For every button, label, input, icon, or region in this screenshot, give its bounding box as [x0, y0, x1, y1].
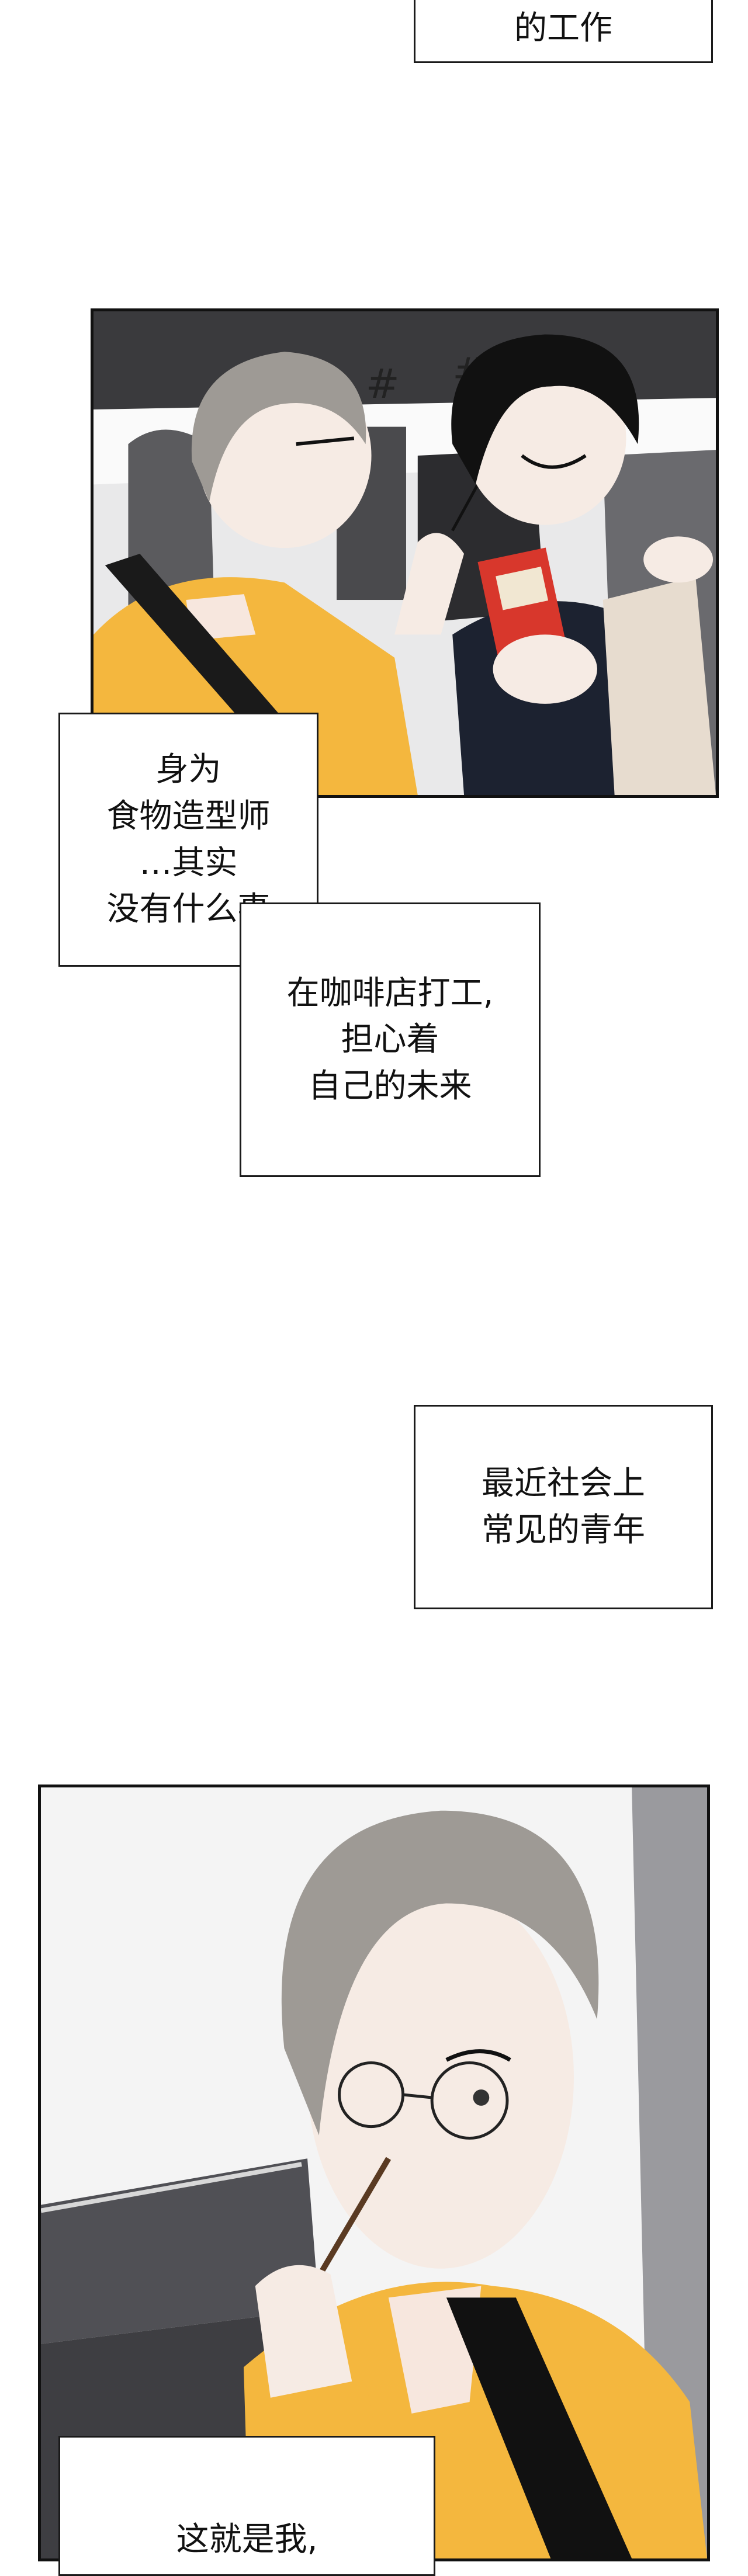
- caption-line: 这就是我,: [176, 2521, 318, 2558]
- caption-line: 担心着: [341, 1020, 439, 1059]
- caption-line: 在咖啡店打工,: [286, 974, 494, 1012]
- caption-bottom: 这就是我,: [58, 2436, 435, 2576]
- caption-line: 身为: [155, 751, 221, 789]
- svg-text:#: #: [366, 361, 400, 408]
- caption-line: 常见的青年: [482, 1511, 645, 1549]
- caption-line: 最近社会上: [482, 1464, 645, 1503]
- caption-middle: 最近社会上 常见的青年: [414, 1405, 713, 1609]
- caption-top: 的工作: [414, 0, 713, 63]
- caption-line: 的工作: [514, 9, 612, 48]
- caption-line: 自己的未来: [308, 1067, 472, 1105]
- caption-line: …其实: [139, 843, 238, 882]
- caption-panel1-b: 在咖啡店打工, 担心着 自己的未来: [240, 902, 541, 1177]
- caption-line: 食物造型师: [106, 797, 271, 835]
